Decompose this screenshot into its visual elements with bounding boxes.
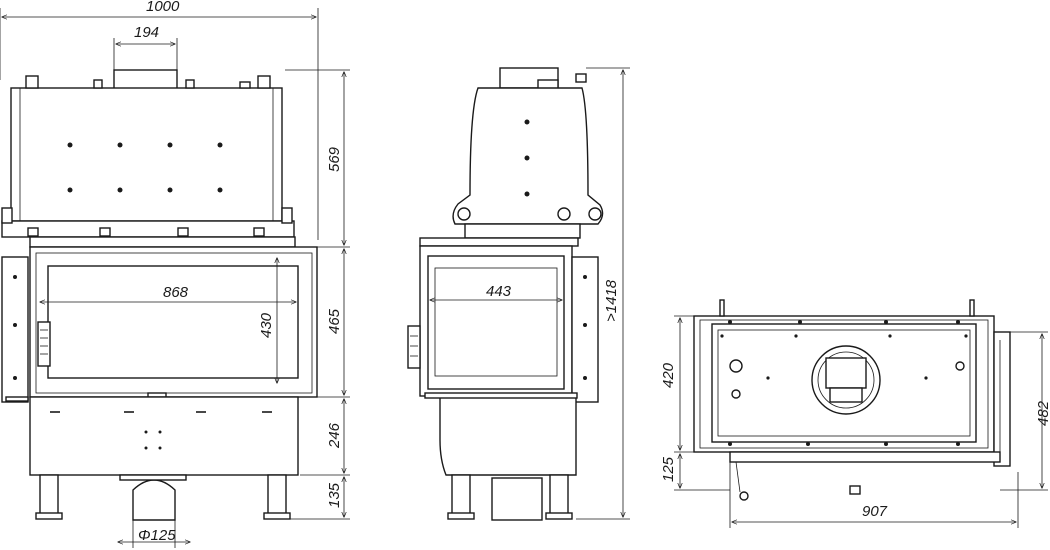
dim-top-width-label: 907 bbox=[862, 503, 888, 520]
dim-flue-diameter-label: Φ125 bbox=[138, 527, 176, 544]
dim-flue-width-label: 194 bbox=[134, 24, 159, 41]
heat-exchanger-hood bbox=[10, 87, 283, 222]
dim-upper-height-label: 569 bbox=[326, 146, 343, 172]
dim-flue-width: 194 bbox=[113, 24, 178, 70]
dim-side-glass-width-label: 443 bbox=[486, 283, 512, 300]
front-view: 1000 194 bbox=[0, 0, 350, 548]
dim-side-glass-width: 443 bbox=[430, 283, 562, 300]
dim-overall-width: 1000 bbox=[0, 0, 319, 240]
ash-base bbox=[29, 396, 299, 476]
dim-top-width: 907 bbox=[729, 462, 1019, 528]
top-view: 420 125 482 907 bbox=[660, 299, 1050, 528]
dim-top-outer-depth-label: 482 bbox=[1035, 400, 1050, 426]
dim-leg-height-label: 135 bbox=[326, 482, 343, 508]
flue-collar bbox=[113, 69, 178, 91]
side-view: 443 >1418 bbox=[407, 67, 630, 521]
dim-base-height-label: 246 bbox=[326, 422, 343, 449]
dim-glass-height-label: 430 bbox=[258, 312, 275, 338]
dim-chain-front: 569 465 246 135 bbox=[285, 69, 350, 520]
dim-glass-width-label: 868 bbox=[163, 284, 189, 301]
hood-bolt-holes bbox=[67, 142, 223, 193]
side-door-handle bbox=[407, 325, 421, 369]
dim-top-depth-label: 420 bbox=[660, 362, 677, 388]
dim-top-offset-label: 125 bbox=[660, 456, 677, 482]
top-view-holes bbox=[720, 320, 968, 446]
side-glass bbox=[427, 255, 565, 390]
door-glass bbox=[47, 265, 299, 379]
dim-top-depth: 420 125 bbox=[660, 315, 730, 491]
side-base bbox=[439, 396, 577, 476]
door-frame-top bbox=[29, 236, 296, 248]
leg-right bbox=[267, 474, 287, 516]
air-intake-pipe bbox=[132, 479, 176, 521]
dim-total-height-label: >1418 bbox=[603, 279, 620, 322]
support-rail bbox=[1, 220, 295, 238]
dim-total-height: >1418 bbox=[576, 67, 630, 520]
dim-door-height-label: 465 bbox=[326, 308, 343, 334]
dim-top-outer-depth: 482 bbox=[1000, 331, 1050, 491]
door-handle bbox=[37, 321, 51, 367]
dim-glass-width: 868 bbox=[40, 284, 296, 302]
dim-overall-width-label: 1000 bbox=[146, 0, 180, 15]
dim-glass-height: 430 bbox=[258, 258, 277, 383]
leg-left bbox=[39, 474, 59, 516]
side-air-intake bbox=[491, 477, 543, 521]
dim-flue-diameter: Φ125 bbox=[118, 520, 190, 548]
